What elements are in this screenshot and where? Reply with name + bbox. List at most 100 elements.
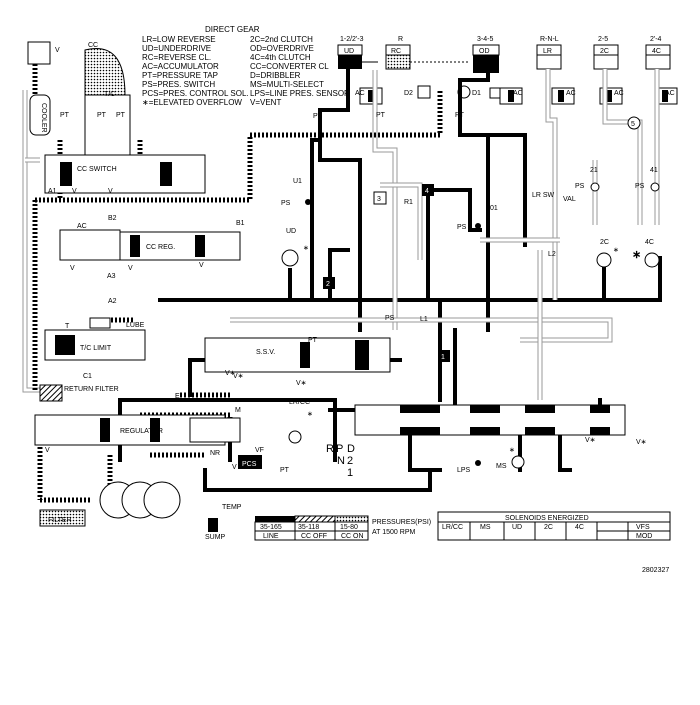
svg-text:B2: B2	[108, 215, 117, 222]
svg-text:PRESSURES(PSI): PRESSURES(PSI)	[372, 519, 431, 526]
svg-text:RC: RC	[391, 48, 401, 55]
svg-text:2: 2	[347, 455, 353, 467]
secondary-circuit	[22, 69, 660, 400]
ssv-valve: S.S.V. V∗ V∗	[204, 337, 391, 387]
pump-assembly: FILTER TEMP SUMP	[39, 481, 242, 541]
svg-text:RETURN FILTER: RETURN FILTER	[64, 386, 119, 393]
svg-text:PT: PT	[455, 112, 465, 119]
svg-text:S.S.V.: S.S.V.	[256, 349, 275, 356]
svg-text:U1: U1	[293, 178, 302, 185]
svg-text:PS: PS	[385, 315, 395, 322]
svg-text:UD: UD	[344, 48, 354, 55]
svg-text:B1: B1	[236, 220, 245, 227]
svg-text:SUMP: SUMP	[205, 534, 226, 541]
legend-left-0: LR=LOW REVERSE	[142, 35, 216, 44]
svg-text:01: 01	[490, 205, 498, 212]
svg-text:V∗: V∗	[585, 437, 596, 444]
svg-text:MS: MS	[480, 524, 491, 531]
clutch-rc: R RC	[385, 36, 470, 70]
legend-left-7: ∗=ELEVATED OVERFLOW	[142, 98, 242, 107]
svg-text:A1: A1	[48, 188, 57, 195]
manual-valve: V∗ V∗ LR/CC ∗ MS ∗ LPS	[288, 399, 647, 474]
converter-assembly: CC T/C PT PT V COOLER PT	[27, 41, 131, 156]
cc-switch-valve: CC SWITCH A1 V V	[44, 154, 206, 195]
regulator-assembly: RETURN FILTER REGULATOR V M NR E V∗ VF P…	[34, 373, 290, 474]
svg-text:35-118: 35-118	[298, 524, 319, 531]
svg-text:41: 41	[650, 167, 658, 174]
svg-text:2'-4: 2'-4	[650, 36, 662, 43]
clutch-4c: 2'-4 4C	[645, 36, 671, 70]
svg-text:PT: PT	[308, 337, 318, 344]
svg-text:AC: AC	[355, 90, 365, 97]
svg-text:PT: PT	[116, 112, 126, 119]
shift-positions: R P D N 2 1	[326, 443, 355, 479]
svg-text:A2: A2	[108, 298, 117, 305]
svg-text:V: V	[232, 464, 237, 471]
svg-text:R: R	[398, 36, 403, 43]
svg-text:2-5: 2-5	[598, 36, 608, 43]
svg-text:V: V	[128, 265, 133, 272]
figure-number: 2802327	[642, 567, 669, 574]
svg-text:MOD: MOD	[636, 533, 652, 540]
legend-left-2: RC=REVERSE CL.	[142, 53, 211, 62]
svg-text:V: V	[108, 188, 113, 195]
svg-text:21: 21	[590, 167, 598, 174]
svg-text:TEMP: TEMP	[222, 504, 242, 511]
svg-text:T: T	[65, 323, 70, 330]
svg-text:V: V	[72, 188, 77, 195]
pressure-switches-right: 21 PS 41 PS 2C ∗ 4C ∗	[575, 167, 660, 268]
svg-text:AC: AC	[566, 90, 576, 97]
svg-text:E: E	[175, 393, 180, 400]
clutch-od: 3-4-5 OD	[472, 36, 500, 73]
svg-text:3: 3	[377, 196, 381, 203]
svg-text:2: 2	[326, 281, 330, 288]
svg-text:AT 1500 RPM: AT 1500 RPM	[372, 529, 415, 536]
clutch-lr: R-N-L LR	[536, 36, 562, 70]
svg-text:R1: R1	[404, 199, 413, 206]
legend-title: DIRECT GEAR	[205, 25, 260, 34]
svg-text:NR: NR	[210, 450, 220, 457]
accumulators-top: AC AC AC AC AC D1 D2	[355, 85, 678, 105]
svg-text:D1: D1	[472, 90, 481, 97]
legend-left-3: AC=ACCUMULATOR	[142, 62, 219, 71]
svg-text:UD: UD	[512, 524, 522, 531]
svg-text:SOLENOIDS ENERGIZED: SOLENOIDS ENERGIZED	[505, 515, 589, 522]
svg-text:LINE: LINE	[263, 533, 279, 540]
svg-text:FILTER: FILTER	[48, 517, 72, 524]
svg-text:VFS: VFS	[636, 524, 650, 531]
svg-text:35-165: 35-165	[260, 524, 282, 531]
svg-text:4C: 4C	[645, 239, 654, 246]
svg-text:4: 4	[425, 188, 429, 195]
svg-text:LR: LR	[543, 48, 552, 55]
svg-text:LPS: LPS	[457, 467, 471, 474]
svg-text:2C: 2C	[544, 524, 553, 531]
svg-text:4C: 4C	[652, 48, 661, 55]
svg-text:PS: PS	[575, 183, 585, 190]
svg-text:2C: 2C	[600, 239, 609, 246]
svg-text:AC: AC	[614, 90, 624, 97]
clutch-2c: 2-5 2C	[593, 36, 619, 70]
svg-text:LR/CC: LR/CC	[289, 399, 310, 406]
svg-text:UD: UD	[286, 228, 296, 235]
svg-text:PS: PS	[635, 183, 645, 190]
svg-text:∗: ∗	[303, 245, 309, 252]
svg-text:PCS: PCS	[242, 461, 257, 468]
legend-right-6: LPS=LINE PRES. SENSOR	[250, 89, 350, 98]
svg-text:1-2/2'-3: 1-2/2'-3	[340, 36, 364, 43]
svg-text:COOLER: COOLER	[40, 103, 47, 133]
svg-text:AC: AC	[665, 90, 675, 97]
svg-text:AC: AC	[513, 90, 523, 97]
legend-left-5: PS=PRES. SWITCH	[142, 80, 215, 89]
legend-left-6: PCS=PRES. CONTROL SOL.	[142, 89, 249, 98]
svg-text:4C: 4C	[575, 524, 584, 531]
legend-left-1: UD=UNDERDRIVE	[142, 44, 211, 53]
svg-text:PT: PT	[97, 112, 107, 119]
svg-text:L2: L2	[548, 251, 556, 258]
clutch-ud: 1-2/2'-3 UD	[337, 36, 378, 69]
legend-right-5: MS=MULTI-SELECT	[250, 80, 324, 89]
svg-text:T/C: T/C	[104, 91, 115, 98]
svg-text:D2: D2	[404, 90, 413, 97]
svg-text:R: R	[326, 443, 334, 455]
svg-text:5: 5	[631, 121, 635, 128]
legend-right-2: 4C=4th CLUTCH	[250, 53, 311, 62]
